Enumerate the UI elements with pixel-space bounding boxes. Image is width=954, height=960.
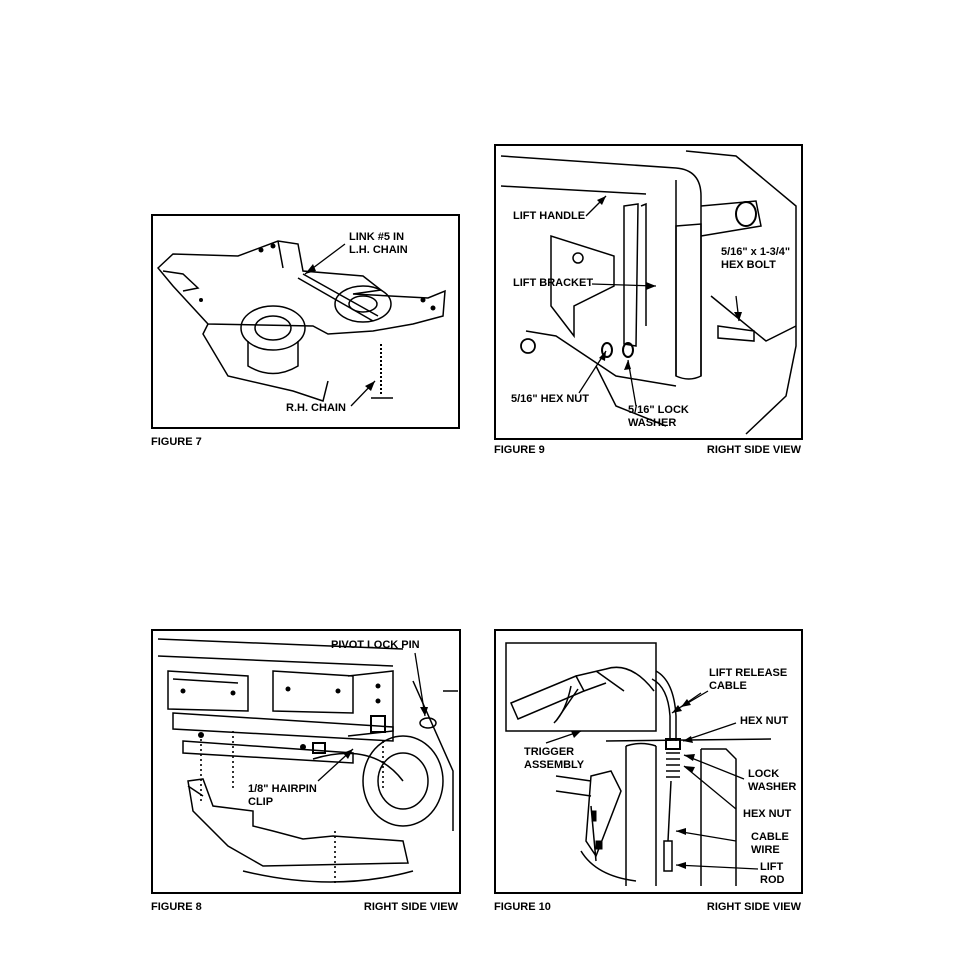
lock-washer-label: 5/16" LOCK WASHER: [628, 404, 689, 429]
cable-wire-label: CABLE WIRE: [751, 831, 789, 856]
lift-rod-label: LIFT ROD: [760, 861, 785, 886]
figure-9-caption: FIGURE 9: [494, 444, 545, 456]
figure-9-view-label: RIGHT SIDE VIEW: [706, 444, 801, 456]
figure-8-view-label: RIGHT SIDE VIEW: [363, 901, 458, 913]
hairpin-clip-label: 1/8" HAIRPIN CLIP: [248, 783, 317, 808]
link-5-label: LINK #5 IN L.H. CHAIN: [349, 231, 408, 256]
trigger-assembly-label: TRIGGER ASSEMBLY: [524, 746, 585, 771]
lock-washer-label: LOCK WASHER: [748, 768, 797, 793]
pivot-lock-pin-label: PIVOT LOCK PIN: [331, 639, 420, 651]
figure-10-drawing: [505, 642, 772, 886]
lift-handle-label: LIFT HANDLE: [513, 210, 586, 222]
figure-8-frame: PIVOT LOCK PIN 1/8" HAIRPIN CLIP: [151, 629, 461, 894]
hex-nut-top-label: HEX NUT: [740, 715, 789, 727]
rh-chain-label: R.H. CHAIN: [286, 402, 346, 414]
figure-7-drawing: [156, 240, 446, 407]
figure-10-view-label: RIGHT SIDE VIEW: [706, 901, 801, 913]
figure-8-caption: FIGURE 8: [151, 901, 202, 913]
hex-nut-bottom-label: HEX NUT: [743, 808, 792, 820]
figure-9-drawing: [500, 150, 797, 435]
figure-8-drawing: [157, 638, 458, 886]
lift-bracket-label: LIFT BRACKET: [513, 277, 594, 289]
hex-nut-label: 5/16" HEX NUT: [511, 393, 589, 405]
figure-10-caption: FIGURE 10: [494, 901, 551, 913]
figure-7-frame: LINK #5 IN L.H. CHAIN R.H. CHAIN: [151, 214, 460, 429]
figure-10-frame: LIFT RELEASE CABLE HEX NUT TRIGGER ASSEM…: [494, 629, 803, 894]
hex-bolt-label: 5/16" x 1-3/4" HEX BOLT: [721, 246, 791, 271]
lift-release-cable-label: LIFT RELEASE CABLE: [709, 667, 788, 692]
figure-7-caption: FIGURE 7: [151, 436, 202, 448]
figure-9-frame: LIFT HANDLE LIFT BRACKET 5/16" x 1-3/4" …: [494, 144, 803, 440]
